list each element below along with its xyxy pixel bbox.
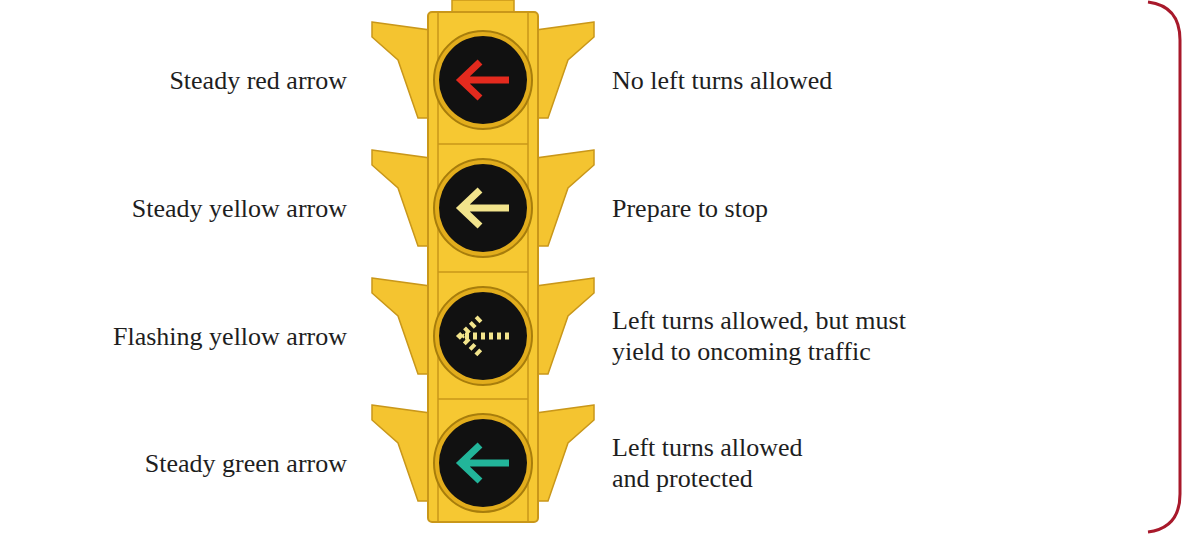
green-arrow [461, 445, 509, 481]
lens-rim [434, 31, 532, 129]
lens-rim [434, 414, 532, 512]
visor [372, 278, 430, 374]
cell-divider [438, 398, 528, 400]
signal-label: Flashing yellow arrow [113, 321, 347, 352]
lens [439, 292, 527, 380]
lens [439, 36, 527, 124]
lens-rim [434, 159, 532, 257]
housing-lines [438, 12, 528, 522]
signal-label: Steady yellow arrow [132, 193, 347, 224]
visor [536, 278, 594, 374]
signal-label: Prepare to stop [612, 193, 768, 224]
lens [439, 419, 527, 507]
cell-divider [438, 143, 528, 145]
signal-lenses [434, 31, 532, 512]
visor [536, 22, 594, 118]
signal-label: Steady green arrow [145, 448, 347, 479]
lens-rim [434, 287, 532, 385]
yellow-arrow [461, 190, 509, 226]
visor [372, 405, 430, 501]
flashing-yellow-arrow [461, 318, 509, 354]
signal-label: Steady red arrow [169, 65, 347, 96]
cell-divider [438, 271, 528, 273]
signal-label: Left turns allowed and protected [612, 432, 807, 494]
red-arrow [461, 62, 509, 98]
signal-label: Left turns allowed, but must yield to on… [612, 305, 910, 367]
visor [372, 150, 430, 246]
signal-housing [428, 12, 538, 522]
visor [372, 22, 430, 118]
bracket [1148, 2, 1180, 532]
lens [439, 164, 527, 252]
visor [536, 150, 594, 246]
signal-label: No left turns allowed [612, 65, 832, 96]
visor [536, 405, 594, 501]
